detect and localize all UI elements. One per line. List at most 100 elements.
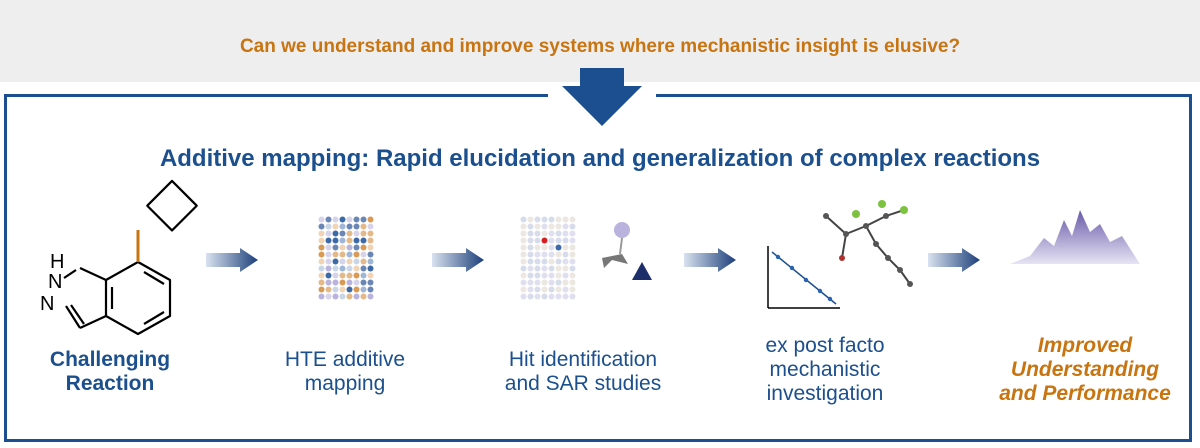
plate-well bbox=[325, 258, 332, 265]
plate-well bbox=[520, 216, 527, 223]
plate-well bbox=[569, 265, 576, 272]
plate-well bbox=[562, 258, 569, 265]
plate-well bbox=[527, 251, 534, 258]
substrate-binding-icon bbox=[602, 222, 652, 280]
plate-well bbox=[569, 244, 576, 251]
plate-well bbox=[555, 272, 562, 279]
plate-well bbox=[555, 230, 562, 237]
plate-well bbox=[360, 216, 367, 223]
plate-well bbox=[332, 258, 339, 265]
plate-well bbox=[325, 279, 332, 286]
plate-well bbox=[527, 293, 534, 300]
plate-well bbox=[325, 216, 332, 223]
plate-well bbox=[346, 216, 353, 223]
plate-well bbox=[346, 258, 353, 265]
plate-well bbox=[541, 251, 548, 258]
plate-well bbox=[360, 279, 367, 286]
plate-well bbox=[367, 293, 374, 300]
plate-well bbox=[548, 293, 555, 300]
plate-well bbox=[339, 230, 346, 237]
plate-well bbox=[527, 258, 534, 265]
plate-well bbox=[534, 251, 541, 258]
plate-well bbox=[346, 272, 353, 279]
plate-well bbox=[541, 293, 548, 300]
plate-well bbox=[346, 286, 353, 293]
plate-well bbox=[339, 279, 346, 286]
plate-well bbox=[569, 237, 576, 244]
plate-well bbox=[367, 279, 374, 286]
plate-well bbox=[318, 244, 325, 251]
plate-well bbox=[339, 286, 346, 293]
plate-well bbox=[541, 265, 548, 272]
plate-well bbox=[520, 251, 527, 258]
plate-well bbox=[527, 223, 534, 230]
plate-well bbox=[318, 293, 325, 300]
plate-well bbox=[367, 230, 374, 237]
plate-well bbox=[534, 223, 541, 230]
plate-well bbox=[360, 223, 367, 230]
plate-well bbox=[569, 223, 576, 230]
plate-well bbox=[318, 286, 325, 293]
plate-well bbox=[360, 293, 367, 300]
plate-well bbox=[548, 286, 555, 293]
plate-well bbox=[353, 258, 360, 265]
plate-well bbox=[353, 272, 360, 279]
plate-well bbox=[318, 216, 325, 223]
plate-well bbox=[520, 223, 527, 230]
plate-well bbox=[346, 279, 353, 286]
plate-well bbox=[527, 279, 534, 286]
plate-well bbox=[541, 216, 548, 223]
plate-well bbox=[325, 237, 332, 244]
plate-well bbox=[367, 216, 374, 223]
plate-well bbox=[346, 230, 353, 237]
flow-arrow-icon bbox=[928, 248, 980, 272]
plate-well bbox=[353, 244, 360, 251]
plate-well bbox=[555, 258, 562, 265]
plate-well bbox=[332, 251, 339, 258]
plate-well bbox=[332, 286, 339, 293]
plate-well bbox=[562, 265, 569, 272]
plate-well bbox=[520, 237, 527, 244]
plate-well bbox=[332, 279, 339, 286]
plate-well bbox=[534, 258, 541, 265]
plate-well bbox=[562, 272, 569, 279]
plate-well bbox=[332, 230, 339, 237]
plate-well bbox=[353, 251, 360, 258]
plate-well bbox=[339, 265, 346, 272]
plate-well bbox=[569, 286, 576, 293]
plate-well bbox=[332, 237, 339, 244]
plate-well bbox=[555, 293, 562, 300]
plate-well bbox=[332, 223, 339, 230]
plate-well bbox=[534, 265, 541, 272]
plate-well bbox=[325, 223, 332, 230]
plate-well bbox=[346, 237, 353, 244]
plate-well bbox=[548, 251, 555, 258]
flow-arrow-icon bbox=[206, 248, 258, 272]
plate-well bbox=[367, 223, 374, 230]
plate-well bbox=[527, 216, 534, 223]
plate-well bbox=[346, 251, 353, 258]
plate-well bbox=[541, 223, 548, 230]
plate-well bbox=[318, 237, 325, 244]
plate-well bbox=[527, 244, 534, 251]
plate-well bbox=[548, 223, 555, 230]
plate-well bbox=[569, 279, 576, 286]
plate-well bbox=[541, 258, 548, 265]
plate-well bbox=[353, 265, 360, 272]
plate-well bbox=[367, 258, 374, 265]
plate-well bbox=[562, 251, 569, 258]
plate-well bbox=[325, 286, 332, 293]
plate-well bbox=[520, 258, 527, 265]
plate-well bbox=[562, 244, 569, 251]
plate-well bbox=[318, 223, 325, 230]
plate-well bbox=[360, 272, 367, 279]
subtitle: Additive mapping: Rapid elucidation and … bbox=[159, 145, 1041, 172]
plate-well bbox=[520, 293, 527, 300]
plate-well bbox=[541, 272, 548, 279]
flow-arrow-icon bbox=[684, 248, 736, 272]
plate-well bbox=[325, 230, 332, 237]
plate-well bbox=[541, 286, 548, 293]
plate-well bbox=[534, 244, 541, 251]
